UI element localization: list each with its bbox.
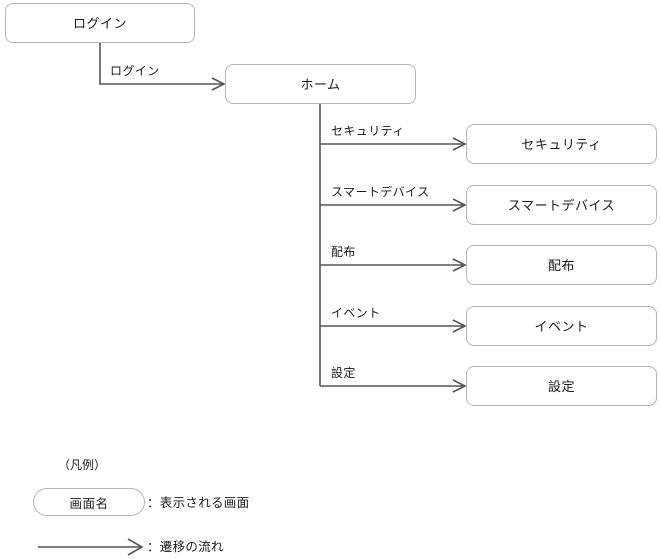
node-smart-device[interactable]: スマートデバイス xyxy=(466,185,657,225)
node-login[interactable]: ログイン xyxy=(5,3,195,43)
node-smart-device-label: スマートデバイス xyxy=(507,197,616,213)
node-distribution[interactable]: 配布 xyxy=(466,245,657,285)
arrowhead-home-to-distribution xyxy=(452,258,467,272)
edge-label-distribution: 配布 xyxy=(331,245,356,259)
node-distribution-label: 配布 xyxy=(547,257,575,273)
arrowhead-home-to-event xyxy=(452,319,467,333)
arrowhead-home-to-settings xyxy=(452,379,467,393)
edge-label-event: イベント xyxy=(331,306,381,320)
arrowhead-home-to-security xyxy=(452,137,467,151)
arrowhead-login-to-home xyxy=(211,77,226,91)
legend-node-sample: 画面名 xyxy=(33,488,145,516)
arrowhead-home-to-smart-device xyxy=(452,198,467,212)
legend-node-sample-label: 画面名 xyxy=(69,496,109,511)
node-home[interactable]: ホーム xyxy=(225,64,416,104)
edge-label-security: セキュリティ xyxy=(331,124,405,138)
node-security[interactable]: セキュリティ xyxy=(466,124,657,164)
legend-title: （凡例） xyxy=(58,458,107,472)
node-login-label: ログイン xyxy=(72,15,127,31)
node-security-label: セキュリティ xyxy=(521,136,602,152)
edge-label-settings: 設定 xyxy=(331,366,356,380)
legend-arrow-head xyxy=(127,538,144,556)
node-event-label: イベント xyxy=(534,318,589,334)
legend-arrow-description: ：遷移の流れ xyxy=(147,540,224,554)
node-settings-label: 設定 xyxy=(547,378,575,394)
node-settings[interactable]: 設定 xyxy=(466,366,657,406)
node-event[interactable]: イベント xyxy=(466,306,657,346)
edge-label-smart-device: スマートデバイス xyxy=(331,185,430,199)
edge-label-login: ログイン xyxy=(110,64,160,78)
node-home-label: ホーム xyxy=(300,76,341,92)
legend-node-description: ：表示される画面 xyxy=(147,496,250,510)
